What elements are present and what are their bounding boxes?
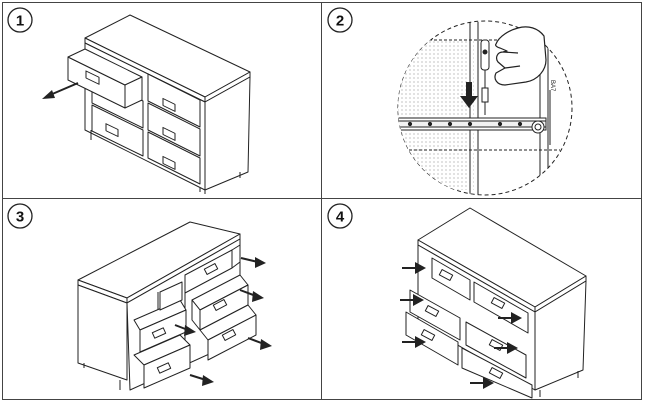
step-1-pull-arrow bbox=[42, 82, 79, 99]
step-3-pull-arrows bbox=[174, 257, 272, 386]
step-4-illustration bbox=[405, 207, 587, 399]
step-2-badge: 2 bbox=[327, 7, 353, 33]
step-3-badge: 3 bbox=[7, 203, 33, 229]
step-2-number: 2 bbox=[336, 13, 344, 30]
step-2-hand-icon bbox=[494, 26, 547, 86]
step-2-down-arrow bbox=[460, 82, 478, 108]
step-3-illustration bbox=[77, 221, 257, 391]
step-1-number: 1 bbox=[16, 13, 24, 30]
step-4-number: 4 bbox=[336, 209, 345, 226]
step-1-badge: 1 bbox=[7, 7, 33, 33]
panel-grid bbox=[2, 2, 642, 400]
step-4-badge: 4 bbox=[327, 203, 353, 229]
step-3-number: 3 bbox=[16, 209, 24, 226]
slide-label: BA7 bbox=[549, 80, 555, 92]
step-1-illustration bbox=[67, 14, 251, 194]
step-4-push-arrows bbox=[400, 262, 522, 389]
